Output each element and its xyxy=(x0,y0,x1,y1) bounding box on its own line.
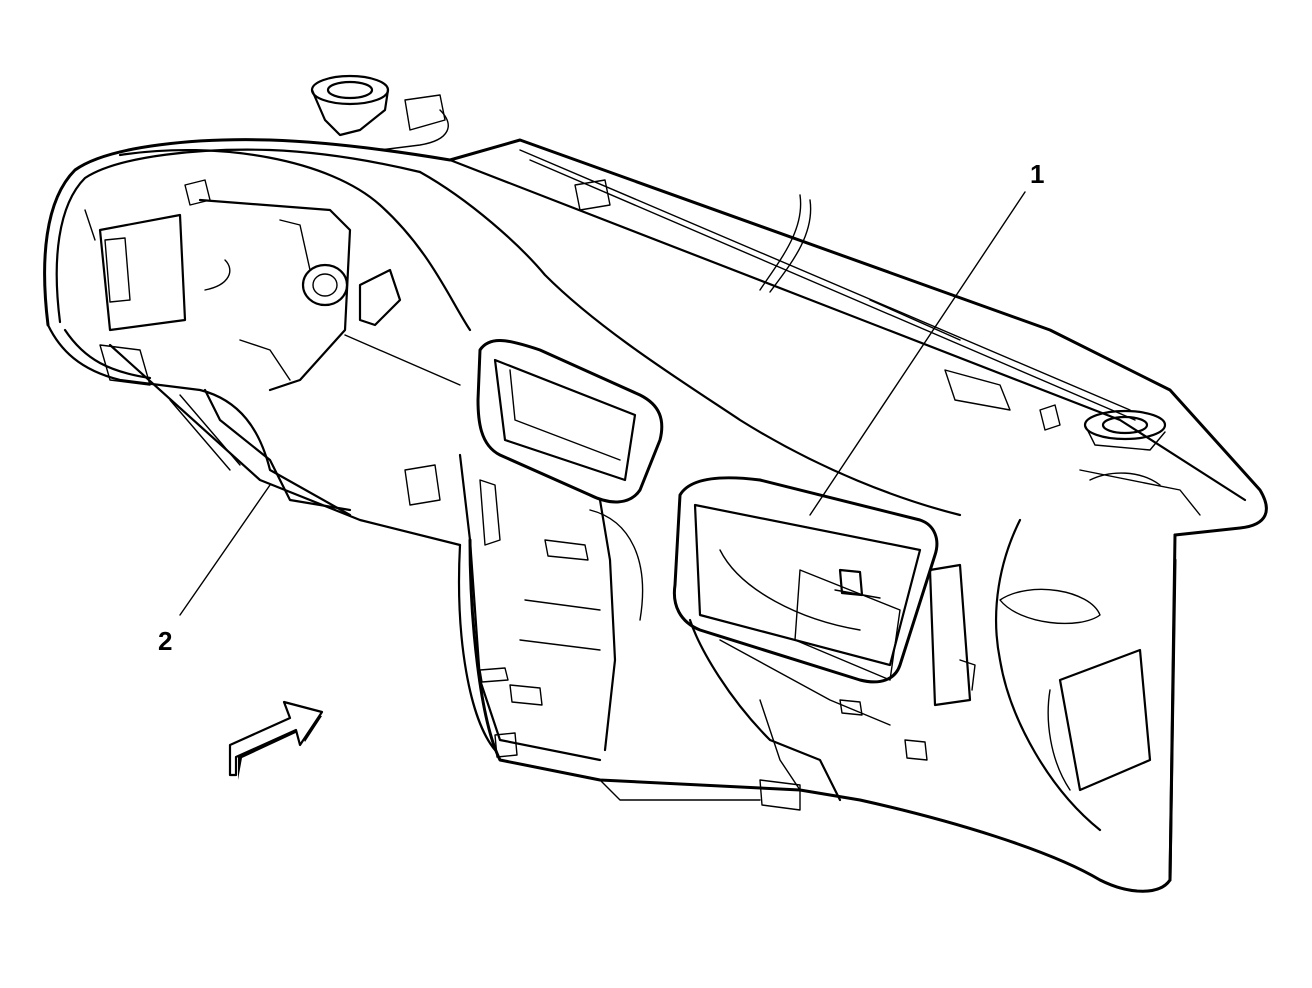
instrument-panel-body xyxy=(43,138,1268,893)
right-end-panel xyxy=(928,563,1152,792)
lower-left-bracket xyxy=(99,344,352,512)
left-speaker xyxy=(310,74,449,151)
arrow-icon xyxy=(228,700,324,780)
callout-1-label: 1 xyxy=(1030,159,1044,189)
callout-2-label: 2 xyxy=(158,626,172,656)
callout-2: 2 xyxy=(158,484,271,656)
left-end-panel xyxy=(84,179,231,332)
center-stack-opening xyxy=(476,339,664,504)
steering-column-opening xyxy=(198,198,461,392)
right-speaker xyxy=(1083,409,1167,451)
passenger-airbag-opening xyxy=(672,476,939,684)
callout-1: 1 xyxy=(809,159,1044,516)
center-console-frame xyxy=(404,453,761,801)
rear-wiring-harness xyxy=(574,179,1201,516)
knee-bolster xyxy=(688,618,928,811)
